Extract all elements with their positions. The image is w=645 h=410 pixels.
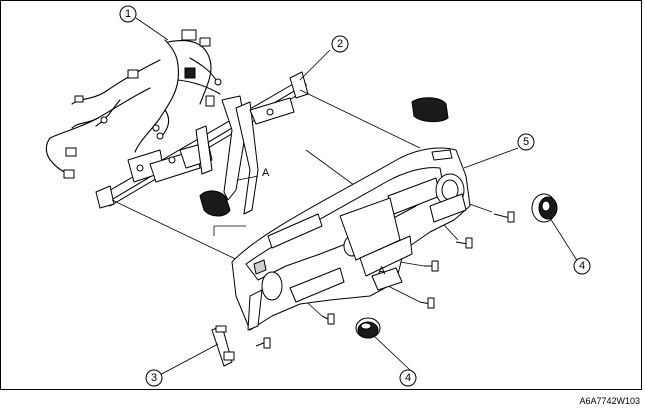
callout-4-right: 4 <box>573 257 591 275</box>
screw-5 <box>321 313 335 325</box>
dashboard-panel <box>231 147 471 331</box>
callout-1: 1 <box>119 5 137 23</box>
callout-4-bottom: 4 <box>399 369 417 387</box>
screw-2 <box>455 237 473 249</box>
callout-3-label: 3 <box>151 372 157 384</box>
pad-upper-right <box>411 97 449 123</box>
vent-bottom <box>355 317 381 339</box>
pad-left <box>199 190 231 217</box>
screws <box>255 211 515 349</box>
callout-1-label: 1 <box>125 8 131 20</box>
screw-3 <box>424 260 439 272</box>
callout-5: 5 <box>517 133 535 151</box>
callout-5-label: 5 <box>523 136 529 148</box>
screw-6 <box>255 337 271 349</box>
screw-4 <box>419 297 435 309</box>
leader-lines <box>135 17 579 377</box>
dashboard-cross-member <box>95 71 309 215</box>
callout-2-label: 2 <box>337 38 343 50</box>
callout-4-right-label: 4 <box>579 260 585 272</box>
diagram-frame <box>0 0 642 390</box>
reference-mark-a-lower: A <box>378 265 386 277</box>
figure-code: A6A7742W103 <box>579 396 640 406</box>
screw-1 <box>493 211 515 223</box>
callout-2: 2 <box>331 35 349 53</box>
vent-right <box>531 193 558 223</box>
callout-3: 3 <box>145 369 163 387</box>
bracket <box>211 325 235 367</box>
callout-4-bottom-label: 4 <box>405 372 411 384</box>
wiring-harness <box>45 29 222 179</box>
reference-mark-a-upper: A <box>262 167 270 179</box>
